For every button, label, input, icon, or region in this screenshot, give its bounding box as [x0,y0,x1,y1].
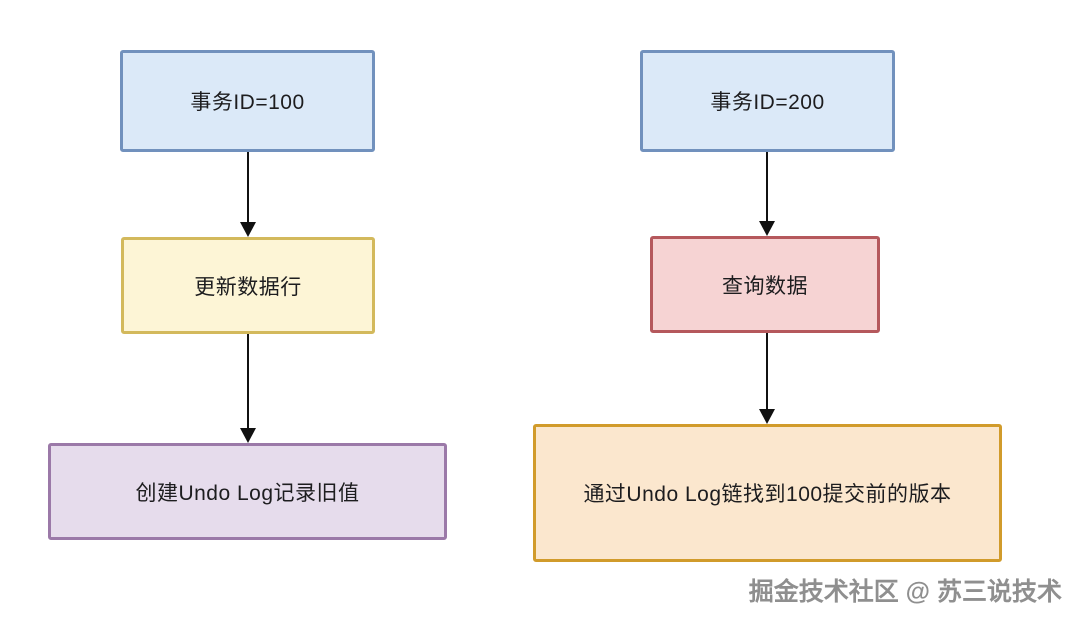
arrow-line [766,152,768,221]
arrow-query-to-version [759,333,775,424]
node-find-old-version-label: 通过Undo Log链找到100提交前的版本 [583,483,952,506]
arrow-head-icon [240,428,256,443]
node-transaction-100: 事务ID=100 [120,50,375,152]
arrow-head-icon [240,222,256,237]
node-transaction-100-label: 事务ID=100 [190,91,305,114]
arrow-line [247,334,249,428]
node-update-row: 更新数据行 [121,237,375,334]
arrow-txn200-to-query [759,152,775,236]
arrow-line [247,152,249,222]
node-query-data: 查询数据 [650,236,880,333]
node-query-data-label: 查询数据 [722,274,808,298]
watermark-text: 掘金技术社区 @ 苏三说技术 [748,578,1062,606]
arrow-txn100-to-update [240,152,256,237]
arrow-head-icon [759,221,775,236]
node-transaction-200-label: 事务ID=200 [710,91,825,114]
node-transaction-200: 事务ID=200 [640,50,895,152]
node-update-row-label: 更新数据行 [194,275,302,299]
node-create-undo-log-label: 创建Undo Log记录旧值 [135,481,360,505]
arrow-head-icon [759,409,775,424]
arrow-line [766,333,768,409]
arrow-update-to-undolog [240,334,256,443]
node-create-undo-log: 创建Undo Log记录旧值 [48,443,447,540]
node-find-old-version: 通过Undo Log链找到100提交前的版本 [533,424,1002,562]
